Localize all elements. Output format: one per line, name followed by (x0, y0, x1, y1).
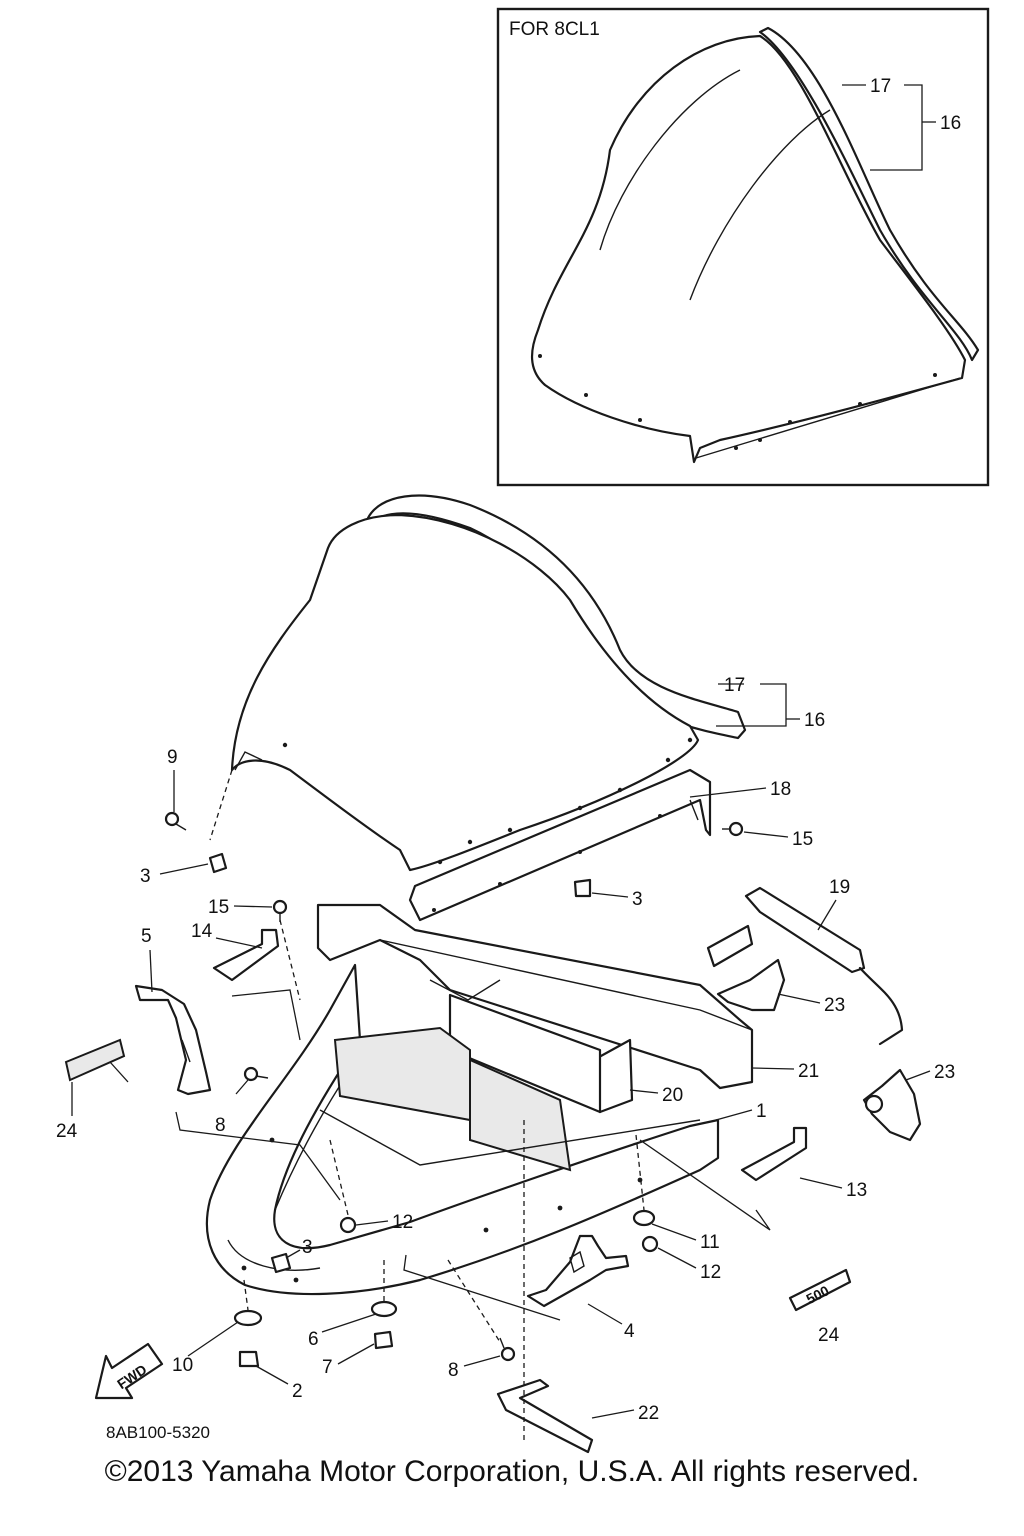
inset-callout-17: 17 (870, 76, 891, 97)
bracket-23-upper (716, 958, 786, 1012)
windshield-screw-holes (282, 737, 693, 865)
bolt-8-lower (499, 1337, 516, 1362)
inset-screw-holes (538, 354, 937, 450)
inset-trim-strip (758, 26, 980, 362)
inset-windshield (530, 34, 967, 464)
inset-bracket-16 (870, 84, 923, 171)
grommet-10 (233, 1309, 263, 1327)
inset-shield-highlight (599, 69, 741, 251)
inset-shield-lower-edge (695, 377, 961, 459)
grommet-6 (370, 1300, 398, 1318)
diagram-code: 8AB100-5320 (106, 1423, 210, 1442)
assembly-reference-lines (175, 769, 771, 1440)
nut-3-lower (270, 1252, 292, 1274)
callout-15-left: 15 (208, 897, 229, 918)
callout-18: 18 (770, 779, 791, 800)
callout-4: 4 (624, 1321, 635, 1342)
inset-callout-16: 16 (940, 113, 961, 134)
inner-panel-21 (316, 903, 754, 1090)
nut-3-upper (208, 852, 228, 874)
bolt-8-left (243, 1066, 269, 1082)
callout-3-mid: 3 (632, 889, 643, 910)
nut-3-mid (573, 878, 592, 898)
windshield-left-tab (234, 751, 263, 771)
cowling-1 (205, 963, 720, 1296)
callout-3-lower: 3 (302, 1237, 313, 1258)
decal-24-left (64, 1038, 126, 1082)
bracket-23-lower (862, 1068, 922, 1142)
callouts: 17 16 18 15 9 3 3 15 14 5 19 23 23 21 20… (56, 675, 955, 1424)
callout-8-left: 8 (215, 1115, 226, 1136)
bracket-5 (134, 984, 212, 1096)
inset-frame (496, 7, 990, 487)
callout-24-left: 24 (56, 1121, 78, 1142)
inner-duct-20 (448, 993, 634, 1114)
callout-12-left: 12 (392, 1212, 413, 1233)
callout-3-upper: 3 (140, 866, 151, 887)
inset-label: FOR 8CL1 (509, 19, 600, 40)
nut-12-left (339, 1216, 357, 1234)
callout-12-right: 12 (700, 1262, 721, 1283)
callout-11: 11 (700, 1232, 720, 1253)
bracket-4 (526, 1234, 630, 1308)
callout-23-lower: 23 (934, 1062, 955, 1083)
bolt-15-right (722, 821, 744, 837)
callout-8-lower: 8 (448, 1360, 459, 1381)
inset-shield-crease (689, 109, 831, 301)
callout-10: 10 (172, 1355, 193, 1376)
bolt-15-left (272, 899, 288, 922)
grommet-11 (632, 1209, 656, 1227)
inset-panel: FOR 8CL1 17 16 (496, 7, 990, 487)
windshield-trim-strip (366, 494, 747, 740)
mirror-stay-19 (706, 886, 904, 1046)
callout-20: 20 (662, 1085, 683, 1106)
copyright-notice: ©2013 Yamaha Motor Corporation, U.S.A. A… (104, 1455, 920, 1488)
nut-12-right (641, 1235, 659, 1253)
screw-9 (164, 811, 187, 831)
fwd-arrow-icon: FWD (94, 1342, 164, 1400)
callout-1: 1 (756, 1101, 767, 1122)
callout-14: 14 (191, 921, 213, 942)
bracket-13 (740, 1126, 808, 1182)
nut-2 (238, 1350, 260, 1368)
fairing-stay-18 (408, 768, 712, 922)
callout-19: 19 (829, 877, 850, 898)
emblem-24-right: 500 (788, 1268, 852, 1312)
callout-9: 9 (167, 747, 178, 768)
callout-6: 6 (308, 1329, 319, 1350)
nut-7 (373, 1330, 394, 1350)
callout-22: 22 (638, 1403, 659, 1424)
callout-5: 5 (141, 926, 152, 947)
callout-24-right: 24 (818, 1325, 840, 1346)
callout-16: 16 (804, 710, 825, 731)
callout-23-upper: 23 (824, 995, 845, 1016)
callout-15-right: 15 (792, 829, 813, 850)
tool-22 (496, 1378, 594, 1454)
bracket-14 (212, 928, 280, 982)
callout-2: 2 (292, 1381, 303, 1402)
windshield-assembly (230, 494, 747, 872)
callout-21: 21 (798, 1061, 819, 1082)
callout-7: 7 (322, 1357, 333, 1378)
callout-13: 13 (846, 1180, 867, 1201)
callout-17: 17 (724, 675, 745, 696)
